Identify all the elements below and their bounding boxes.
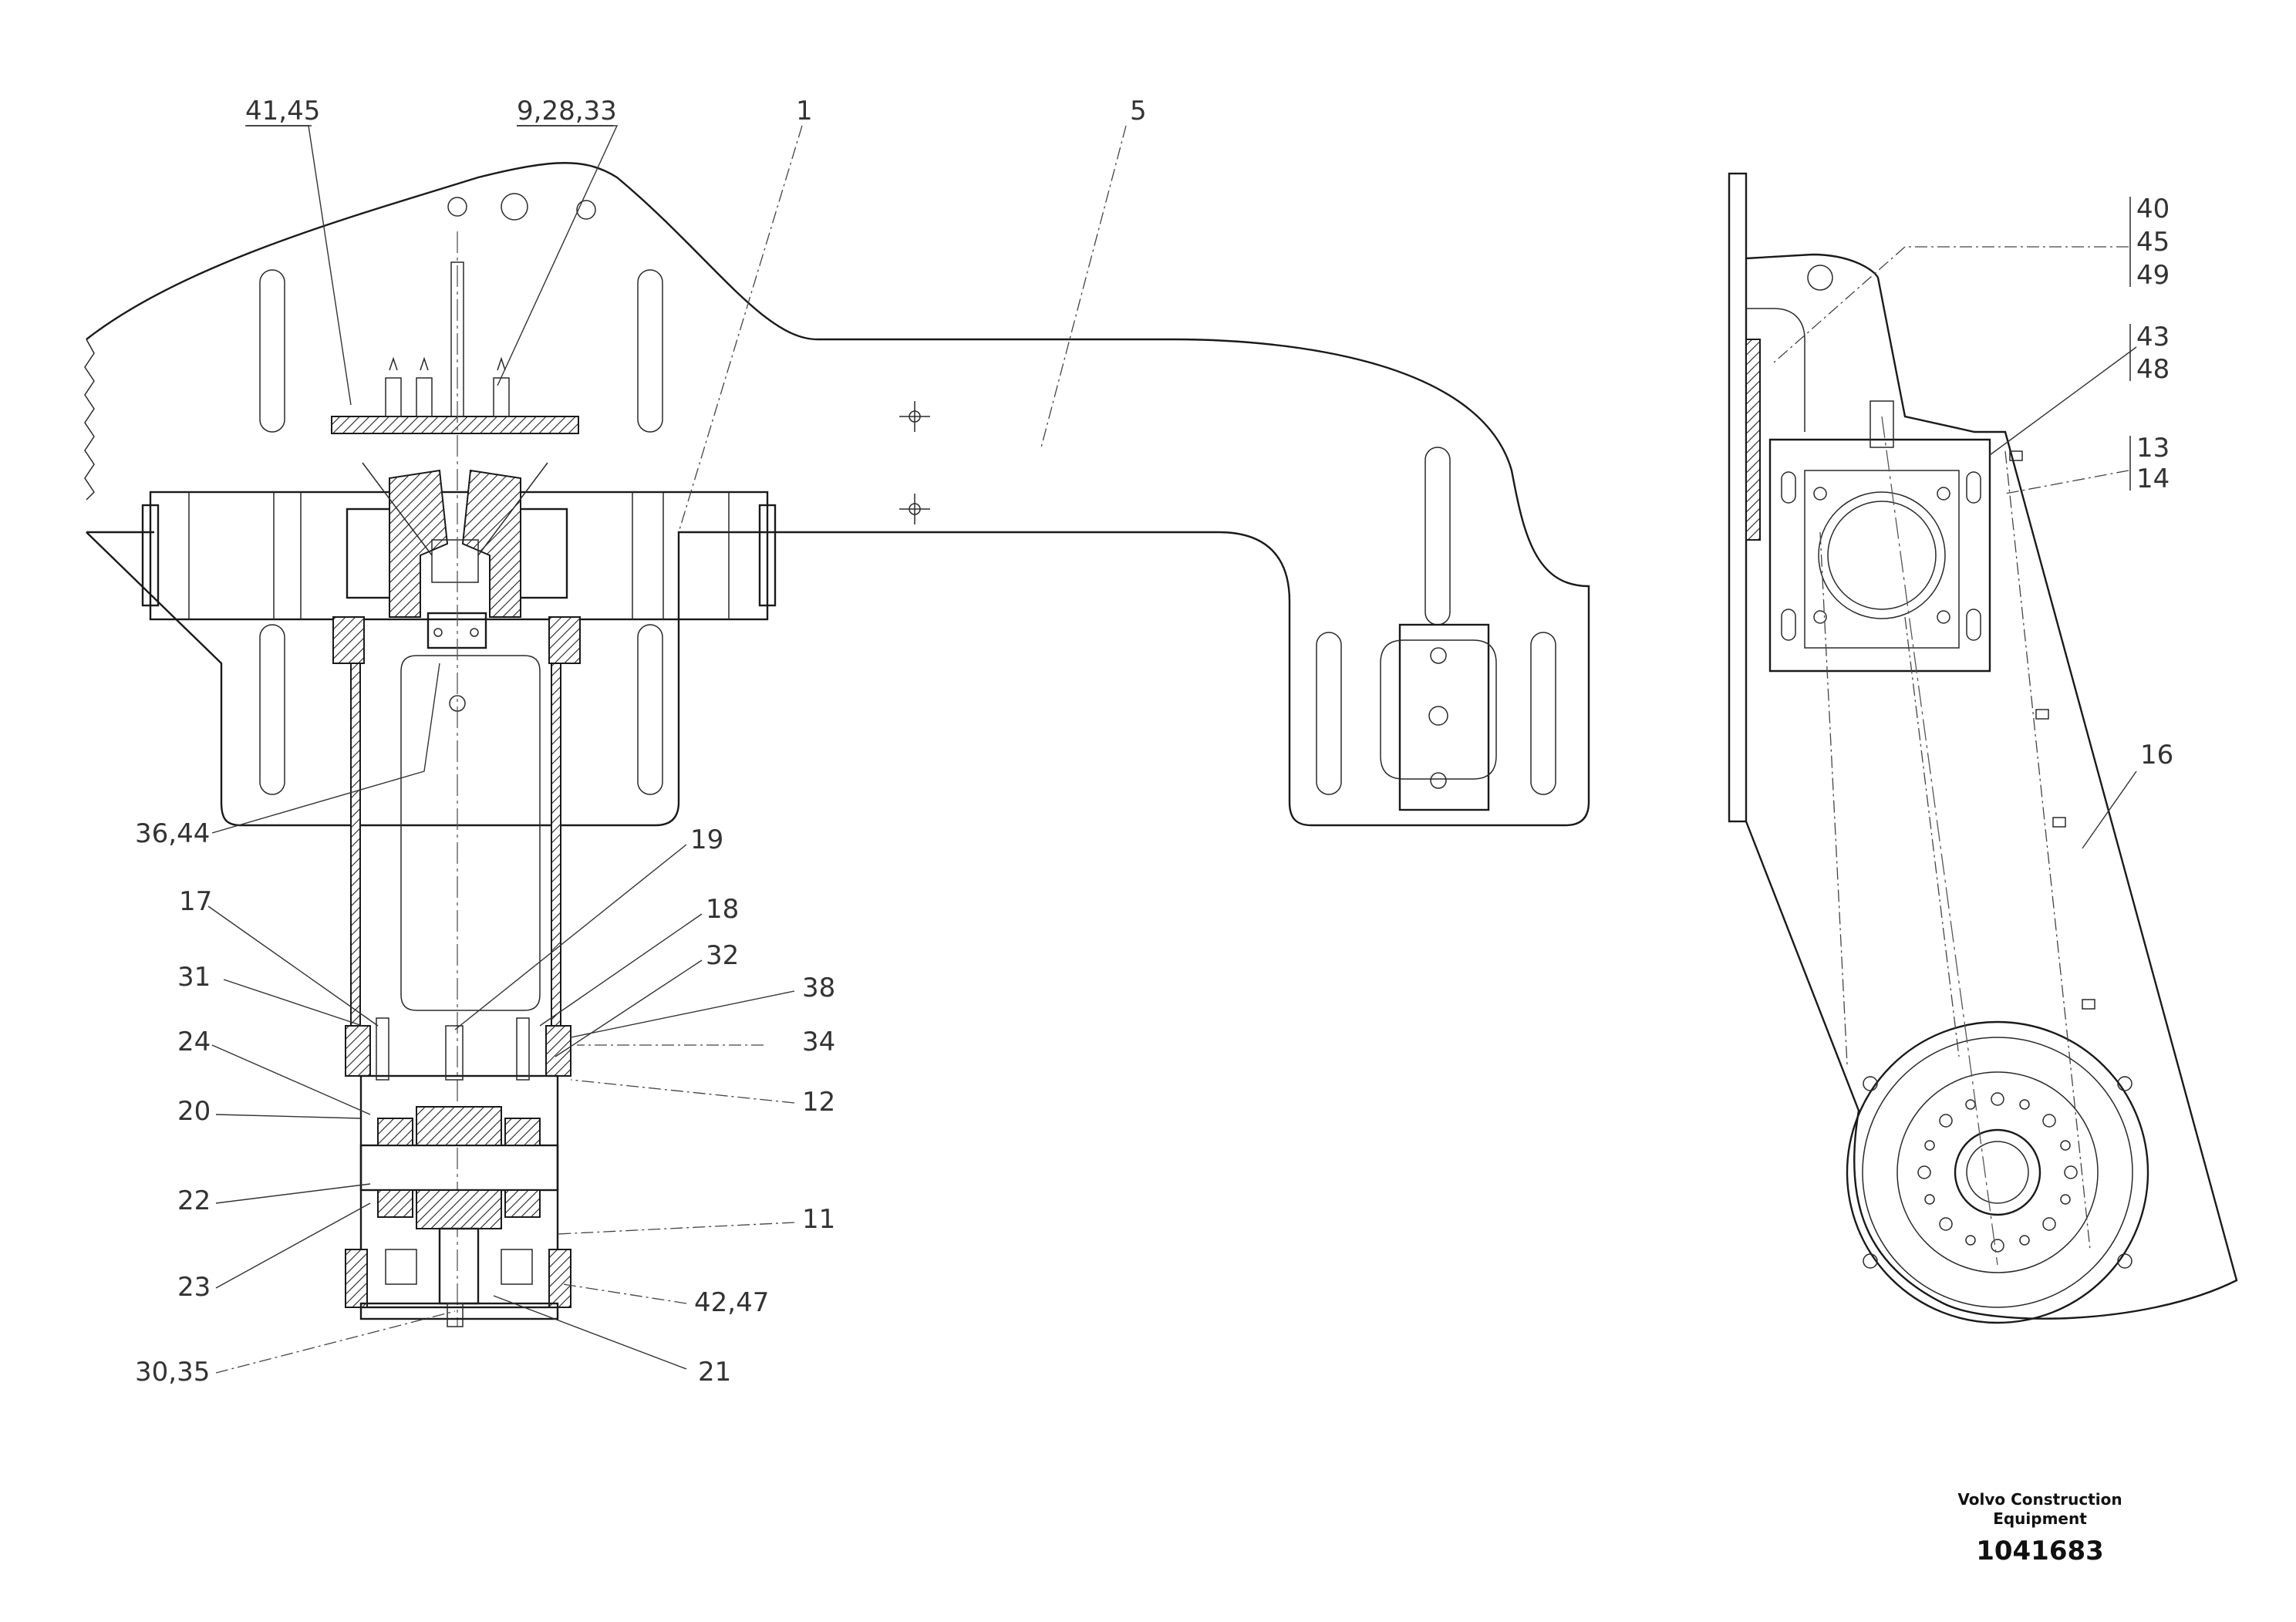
callout-49: 49 [2136, 260, 2170, 291]
lower-gear-housing [345, 1017, 571, 1327]
callout-45: 45 [2136, 227, 2170, 258]
arm-outline [1745, 253, 2238, 1320]
callout-14: 14 [2136, 464, 2170, 494]
side-view [84, 162, 1590, 1327]
callout-20: 20 [177, 1096, 211, 1127]
slotted-holes [259, 269, 1556, 795]
callout-34: 34 [802, 1027, 835, 1057]
callout-38: 38 [802, 973, 835, 1003]
guard-cover [1819, 450, 2091, 1250]
callout-41-45: 41,45 [245, 96, 320, 126]
callout-42-47: 42,47 [694, 1287, 769, 1318]
bearing-flange [1768, 400, 1991, 673]
callout-9-28-33: 9,28,33 [517, 96, 617, 126]
callout-22: 22 [177, 1185, 211, 1216]
company-line-1: Volvo Construction [1957, 1490, 2122, 1509]
cross-shaft [141, 491, 777, 621]
callout-40: 40 [2136, 194, 2170, 224]
cover-fasteners [2009, 450, 2095, 1010]
leader-lines [207, 125, 2137, 1374]
mounting-plate-outline [86, 162, 1590, 827]
callout-30-35: 30,35 [135, 1357, 210, 1388]
callout-21: 21 [698, 1357, 731, 1388]
callout-48: 48 [2136, 354, 2170, 385]
vertical-column [332, 231, 581, 1327]
callout-5: 5 [1130, 96, 1147, 126]
title-block: Volvo Construction Equipment 1041683 [1957, 1490, 2122, 1566]
callout-18: 18 [706, 894, 739, 925]
callout-31: 31 [177, 962, 211, 993]
callout-16: 16 [2140, 740, 2173, 771]
callout-13: 13 [2136, 433, 2170, 464]
callout-11: 11 [802, 1204, 835, 1235]
callout-23: 23 [177, 1272, 211, 1303]
callout-1: 1 [796, 96, 813, 126]
callout-32: 32 [706, 940, 739, 971]
right-bracket [1380, 623, 1497, 811]
flange-plate [1728, 172, 1748, 823]
break-line [84, 339, 95, 501]
callout-labels: 41,45 9,28,33 1 5 36,44 19 17 18 32 31 3… [135, 96, 2173, 1388]
wheel-hub [1846, 1020, 2149, 1324]
callout-43: 43 [2136, 322, 2170, 352]
top-plate [331, 416, 579, 434]
drawing-number: 1041683 [1976, 1536, 2104, 1566]
callout-36-44: 36,44 [135, 818, 210, 849]
end-view [1728, 172, 2238, 1324]
company-line-2: Equipment [1993, 1509, 2087, 1528]
callout-17: 17 [179, 886, 212, 917]
universal-joint-section [362, 462, 548, 649]
callout-12: 12 [802, 1087, 835, 1118]
callout-19: 19 [690, 824, 723, 855]
callout-24: 24 [177, 1027, 211, 1057]
grease-fittings [385, 261, 510, 417]
mounting-holes [447, 193, 930, 712]
